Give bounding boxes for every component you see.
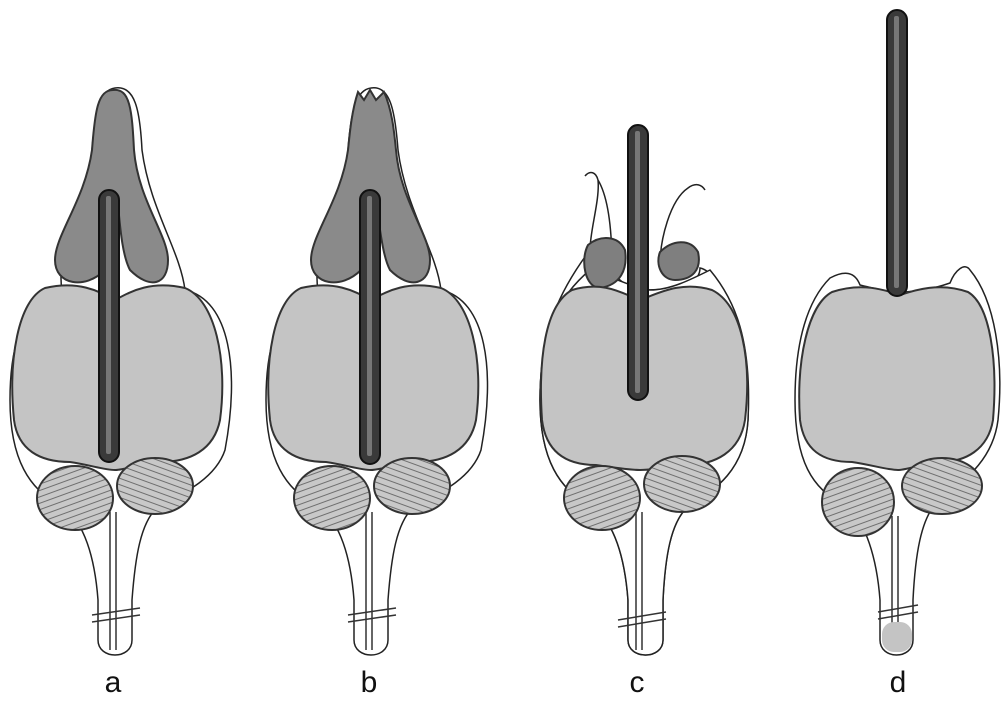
muscle-bundle-left bbox=[822, 468, 894, 536]
panel-c bbox=[540, 125, 749, 655]
panel-label-a: a bbox=[93, 668, 133, 698]
muscle-bundle-left bbox=[37, 466, 113, 530]
muscle-bundle-right bbox=[374, 458, 450, 514]
panel-a bbox=[10, 88, 232, 655]
muscle-bundle-right bbox=[644, 456, 720, 512]
panel-d bbox=[795, 10, 1000, 655]
panel-label-c: c bbox=[617, 668, 657, 698]
muscle-bundle-left bbox=[564, 466, 640, 530]
dark-tissue-remnant-right bbox=[658, 242, 699, 280]
panel-label-d: d bbox=[878, 668, 918, 698]
main-body bbox=[799, 287, 994, 470]
muscle-bundle-left bbox=[294, 466, 370, 530]
muscle-bundle-right bbox=[902, 458, 982, 514]
panel-b bbox=[266, 88, 488, 655]
stalk-tip-fill bbox=[882, 622, 912, 652]
muscle-bundle-right bbox=[117, 458, 193, 514]
panel-label-b: b bbox=[349, 668, 389, 698]
